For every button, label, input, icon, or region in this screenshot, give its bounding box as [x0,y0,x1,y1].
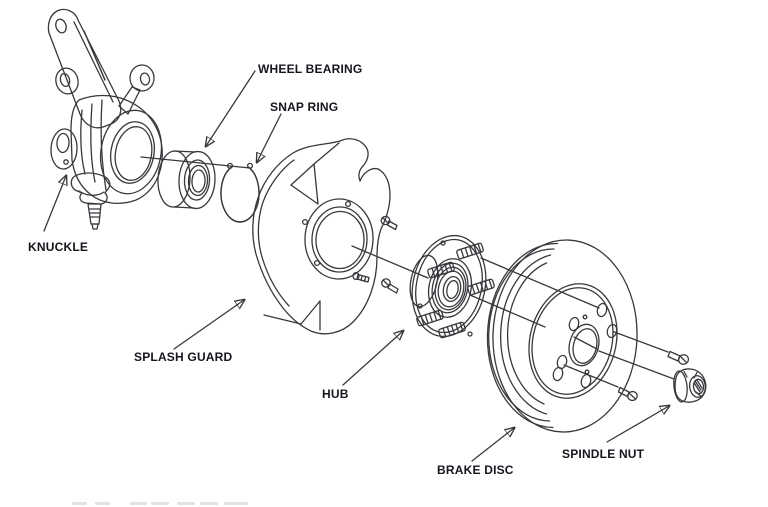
label-splash-guard: SPLASH GUARD [134,350,233,364]
scan-artifact-dash [177,502,195,505]
splash-guard-drawing [252,138,391,335]
label-wheel-bearing: WHEEL BEARING [258,62,363,76]
label-hub: HUB [322,387,349,401]
snap-ring-leader [257,113,282,162]
wheel-bearing-drawing [157,150,216,210]
spindle-nut-leader [606,406,669,443]
brake-disc-leader [471,428,514,462]
scan-artifact-dash [95,502,110,505]
snap-ring-drawing [220,162,260,223]
brake-disc-drawing [480,239,675,433]
knuckle-leader [43,176,66,232]
scan-artifact-dash [72,502,87,505]
scan-artifact-dash [130,502,147,505]
hub-drawing [409,234,495,339]
scan-artifact-dash [151,502,169,505]
wheel-bearing-leader [206,70,256,146]
scan-artifact-dash [200,502,218,505]
label-brake-disc: BRAKE DISC [437,463,514,477]
label-snap-ring: SNAP RING [270,100,339,114]
spindle-nut-drawing [673,368,707,403]
assembly-axis-lines [140,156,546,328]
label-spindle-nut: SPINDLE NUT [562,447,645,461]
scan-artifact-dash [224,502,248,505]
label-knuckle: KNUCKLE [28,240,89,254]
hub-leader [342,331,403,386]
knuckle-drawing [47,8,163,230]
leader-arrows [43,70,669,462]
splash-guard-leader [173,300,244,350]
splash-guard-screws [380,215,399,294]
brake-disc-screws [617,350,690,402]
